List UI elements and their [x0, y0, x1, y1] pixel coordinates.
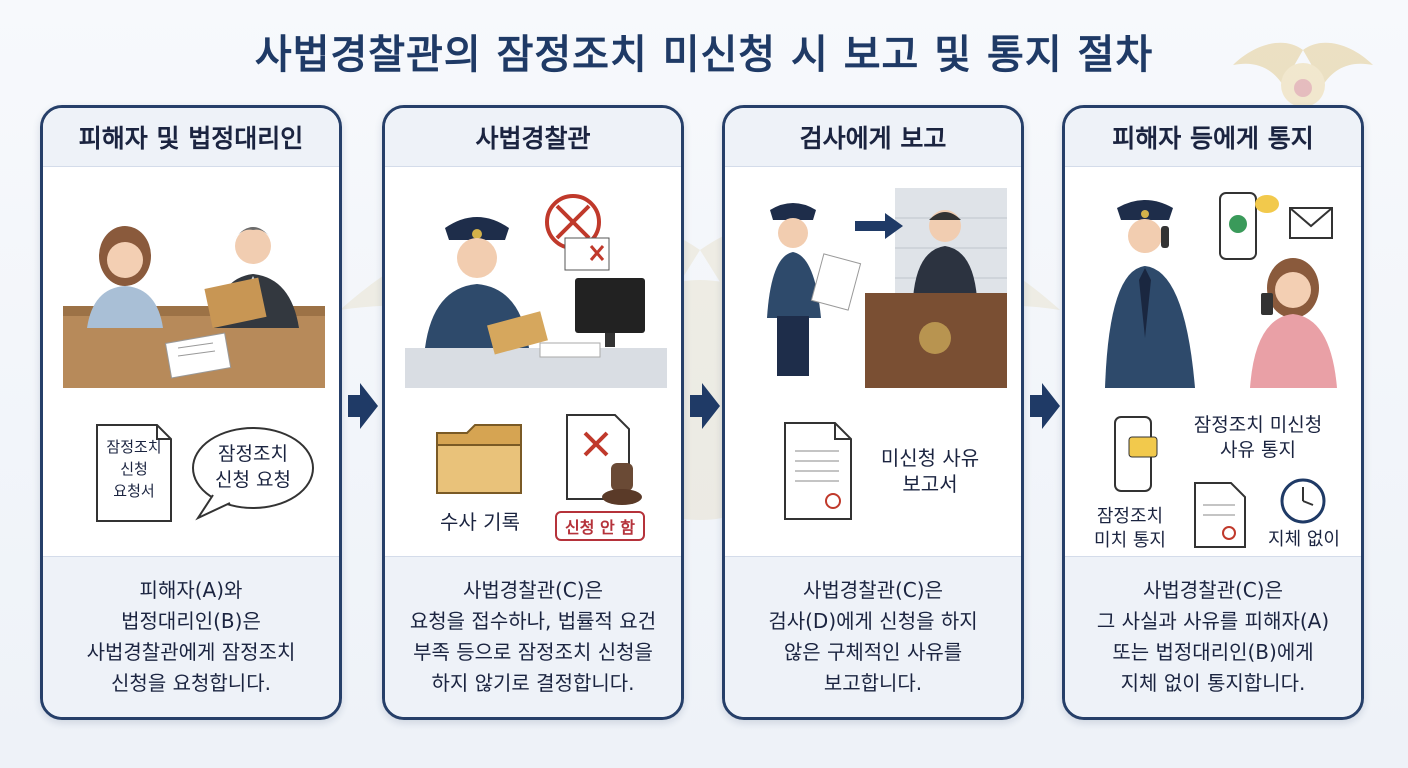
arrow-right-icon — [348, 383, 378, 429]
non-filing-notice-label: 잠정조치 미신청 사유 통지 — [1193, 414, 1323, 461]
step-heading: 사법경찰관 — [385, 108, 681, 167]
investigation-record-label: 수사 기록 — [440, 510, 520, 534]
step-items: 잠정조치 신청 요청서 잠정조치 신청 요청 — [43, 403, 339, 553]
step-description: 사법경찰관(C)은 검사(D)에게 신청을 하지 않은 구체적인 사유를 보고합… — [725, 556, 1021, 717]
request-form-icon — [96, 424, 172, 522]
police-officer-desk-illustration — [405, 188, 667, 388]
step-heading: 피해자 등에게 통지 — [1065, 108, 1361, 167]
arrow-right-icon — [1030, 383, 1060, 429]
step-heading: 검사에게 보고 — [725, 108, 1021, 167]
speech-bubble-label: 잠정조치 신청 요청 — [215, 443, 291, 491]
notice-document-icon — [1194, 482, 1246, 548]
rejected-document-icon — [566, 414, 642, 505]
not-filed-stamp: 신청 안 함 — [555, 511, 646, 541]
step-description: 사법경찰관(C)은 요청을 접수하나, 법률적 요건 부족 등으로 잠정조치 신… — [385, 556, 681, 717]
step-items: 잠정조치 미신청 사유 통지 잠정조치 미치 통지 지체 없이 — [1065, 403, 1361, 553]
step-panel-police: 사법경찰관 수사 기록 신청 — [382, 105, 684, 720]
page-title: 사법경찰관의 잠정조치 미신청 시 보고 및 통지 절차 — [254, 32, 1154, 78]
notice-label: 잠정조치 미치 통지 — [1094, 506, 1166, 551]
arrow-right-icon — [690, 383, 720, 429]
report-document-icon — [784, 422, 852, 520]
victim-consultation-illustration — [63, 188, 325, 388]
notify-victim-illustration — [1085, 188, 1347, 388]
report-to-prosecutor-illustration — [745, 188, 1007, 388]
phone-message-icon — [1114, 416, 1158, 492]
step-items: 미신청 사유 보고서 — [725, 403, 1021, 553]
step-heading: 피해자 및 법정대리인 — [43, 108, 339, 167]
step-panel-notification: 피해자 등에게 통지 잠정조치 미신청 사유 통지 — [1062, 105, 1364, 720]
police-emblem-icon — [1233, 42, 1373, 107]
step-description: 피해자(A)와 법정대리인(B)은 사법경찰관에게 잠정조치 신청을 요청합니다… — [43, 556, 339, 717]
step-panel-victim: 피해자 및 법정대리인 잠정조치 신청 요청서 잠정조치 신청 요청 — [40, 105, 342, 720]
step-description: 사법경찰관(C)은 그 사실과 사유를 피해자(A) 또는 법정대리인(B)에게… — [1065, 556, 1361, 717]
step-panel-prosecutor: 검사에게 보고 미신청 사유 보고서 — [722, 105, 1024, 720]
step-items: 수사 기록 신청 안 함 — [385, 403, 681, 553]
clock-icon — [1280, 478, 1326, 524]
request-form-label: 잠정조치 신청 요청서 — [106, 438, 162, 500]
folder-icon — [436, 424, 522, 494]
non-filing-report-label: 미신청 사유 보고서 — [880, 446, 980, 496]
without-delay-label: 지체 없이 — [1268, 529, 1340, 550]
speech-bubble-icon — [192, 427, 314, 521]
